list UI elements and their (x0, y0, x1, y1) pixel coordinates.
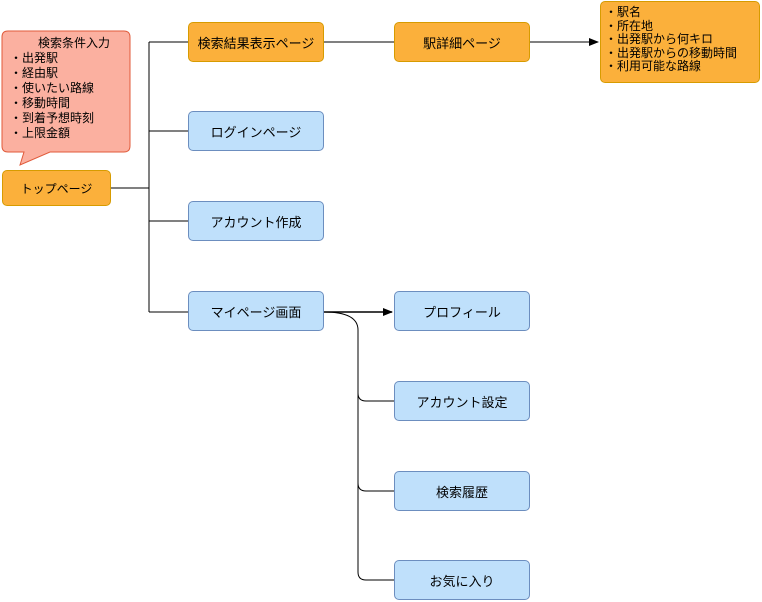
connector-to-search-history (357, 482, 394, 492)
note-item-lines: ・利用可能な路線 (605, 59, 702, 73)
connector-mypage-branch (323, 311, 359, 572)
node-search-history[interactable]: 検索履歴 (394, 471, 530, 511)
connector-to-account-settings (357, 392, 394, 402)
station-info-note: ・駅名 ・所在地 ・出発駅から何キロ ・出発駅からの移動時間 ・利用可能な路線 (600, 1, 760, 83)
callout-item-departure: ・出発駅 (10, 51, 59, 65)
node-profile[interactable]: プロフィール (394, 291, 530, 331)
note-item-travel-time: ・出発駅からの移動時間 (605, 45, 738, 60)
node-top-page[interactable]: トップページ (2, 170, 111, 206)
node-station-detail[interactable]: 駅詳細ページ (394, 22, 530, 62)
node-login[interactable]: ログインページ (188, 111, 324, 151)
node-search-results[interactable]: 検索結果表示ページ (188, 22, 324, 62)
callout-title: 検索条件入力 (37, 36, 110, 50)
note-item-location: ・所在地 (605, 18, 654, 33)
node-create-account[interactable]: アカウント作成 (188, 201, 324, 241)
callout-item-arrival: ・到着予想時刻 (10, 111, 95, 125)
connector-to-favorites (357, 571, 394, 581)
callout-text: 検索条件入力 ・出発駅 ・経由駅 ・使いたい路線 ・移動時間 ・到着予想時刻 ・… (10, 36, 130, 141)
node-my-page[interactable]: マイページ画面 (188, 291, 324, 331)
callout-item-via: ・経由駅 (10, 66, 59, 80)
note-item-distance: ・出発駅から何キロ (605, 32, 714, 46)
note-item-station-name: ・駅名 (605, 5, 642, 19)
node-favorites[interactable]: お気に入り (394, 560, 530, 600)
node-account-settings[interactable]: アカウント設定 (394, 381, 530, 421)
callout-item-route: ・使いたい路線 (10, 81, 95, 95)
callout-item-fare-limit: ・上限金額 (10, 126, 71, 140)
callout-item-travel-time: ・移動時間 (10, 96, 71, 110)
search-conditions-callout (1, 30, 131, 166)
callout-bubble-shape (1, 30, 131, 166)
